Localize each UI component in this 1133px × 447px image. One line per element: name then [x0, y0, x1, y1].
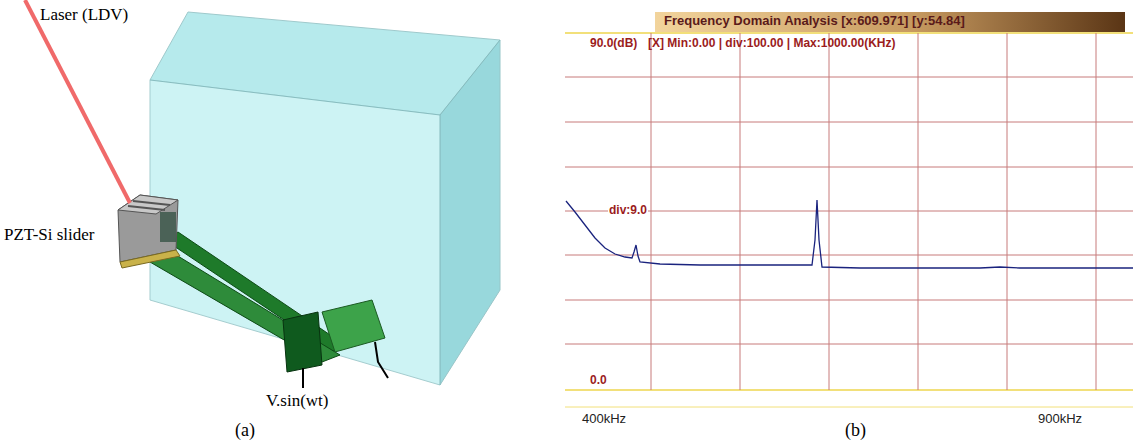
wire — [302, 368, 304, 388]
grid — [565, 33, 1133, 390]
plot-title: Frequency Domain Analysis [x:609.971] [y… — [664, 14, 965, 28]
laser-beam — [25, 0, 130, 203]
div-label: div:9.0 — [608, 204, 648, 217]
plot-border — [565, 32, 1133, 34]
box-front — [150, 80, 440, 385]
spectrum-trace — [566, 200, 1133, 268]
title-band — [655, 12, 1125, 32]
box-side — [440, 40, 500, 385]
slider-rail — [133, 201, 170, 205]
slider-rail — [128, 206, 165, 210]
axis-range: [X] Min:0.00 | div:100.00 | Max:1000.00(… — [648, 37, 895, 50]
axis-max: 90.0(dB) — [590, 37, 637, 50]
part-label: PZT-Si slider — [4, 226, 95, 245]
slider-face — [160, 212, 176, 242]
tick-label: 400kHz — [582, 412, 626, 426]
panel-label: (a) — [235, 421, 255, 441]
wire — [375, 342, 388, 378]
signal-label: V.sin(wt) — [266, 392, 329, 411]
pzt-layer — [120, 250, 180, 268]
plot-area — [565, 33, 1133, 390]
electrode-plate — [283, 312, 322, 372]
panel-label: (b) — [845, 421, 866, 441]
axis-min: 0.0 — [590, 374, 607, 387]
plot-border — [565, 389, 1133, 391]
laser-label: Laser (LDV) — [40, 6, 128, 25]
tick-label: 900kHz — [1038, 412, 1082, 426]
axis-line — [565, 407, 1133, 408]
